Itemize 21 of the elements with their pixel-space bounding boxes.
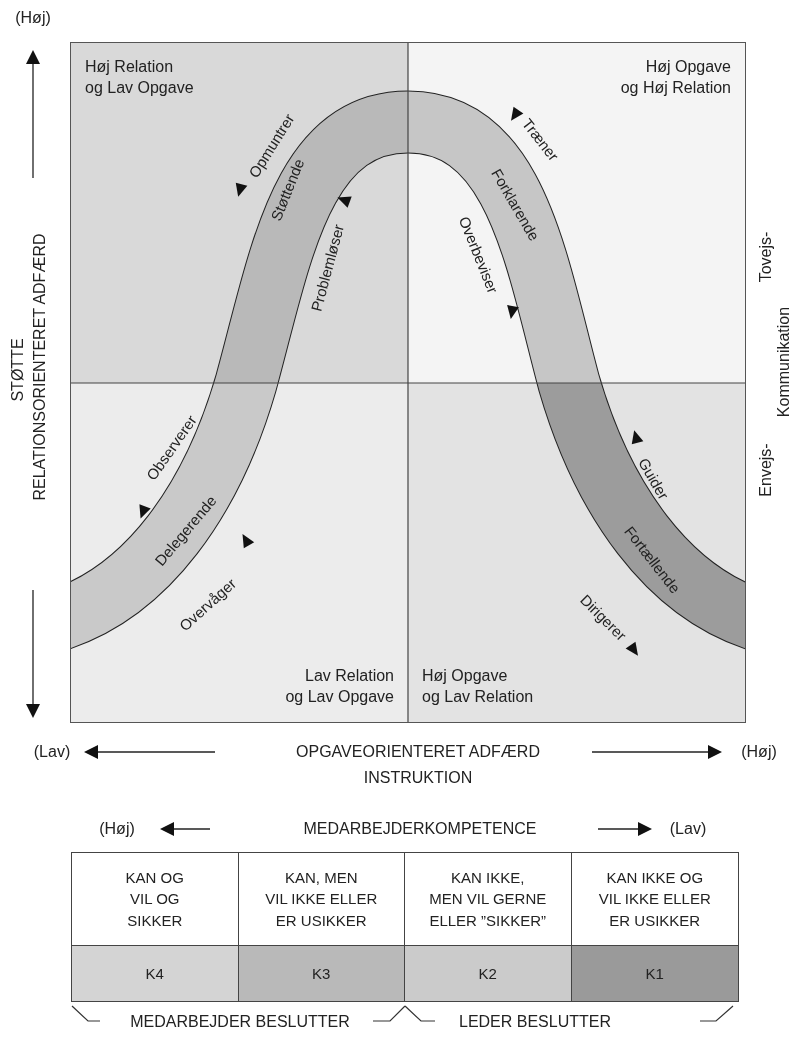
decision-label: LEDER BESLUTTER — [459, 1013, 611, 1031]
table-cell: K2 — [405, 945, 572, 1001]
communication-label: Kommunikation — [775, 306, 793, 418]
quadrant-label: Høj Relation og Lav Opgave — [85, 57, 194, 98]
axis-end-label: (Lav) — [33, 743, 71, 761]
table-cell: K1 — [571, 945, 738, 1001]
axis-title: STØTTE — [9, 338, 27, 402]
axis-title: RELATIONSORIENTERET ADFÆRD — [31, 233, 49, 501]
axis-end-label: (Lav) — [669, 820, 707, 838]
axis-title: MEDARBEJDERKOMPETENCE — [303, 820, 537, 838]
quadrant-label: Høj Opgave og Høj Relation — [620, 57, 731, 98]
quadrant-label: Høj Opgave og Lav Relation — [422, 666, 534, 708]
axis-title: OPGAVEORIENTERET ADFÆRD — [296, 743, 540, 761]
axis-end-label: (Høj) — [15, 9, 51, 27]
axis-end-label: (Høj) — [99, 820, 135, 838]
table-cell: K3 — [238, 945, 405, 1001]
axis-end-label: (Høj) — [741, 743, 777, 761]
quadrant-label: Lav Relation og Lav Opgave — [285, 666, 394, 708]
axis-title: INSTRUKTION — [363, 769, 473, 787]
table-cell: K4 — [72, 945, 239, 1001]
decision-label: MEDARBEJDER BESLUTTER — [130, 1013, 350, 1031]
